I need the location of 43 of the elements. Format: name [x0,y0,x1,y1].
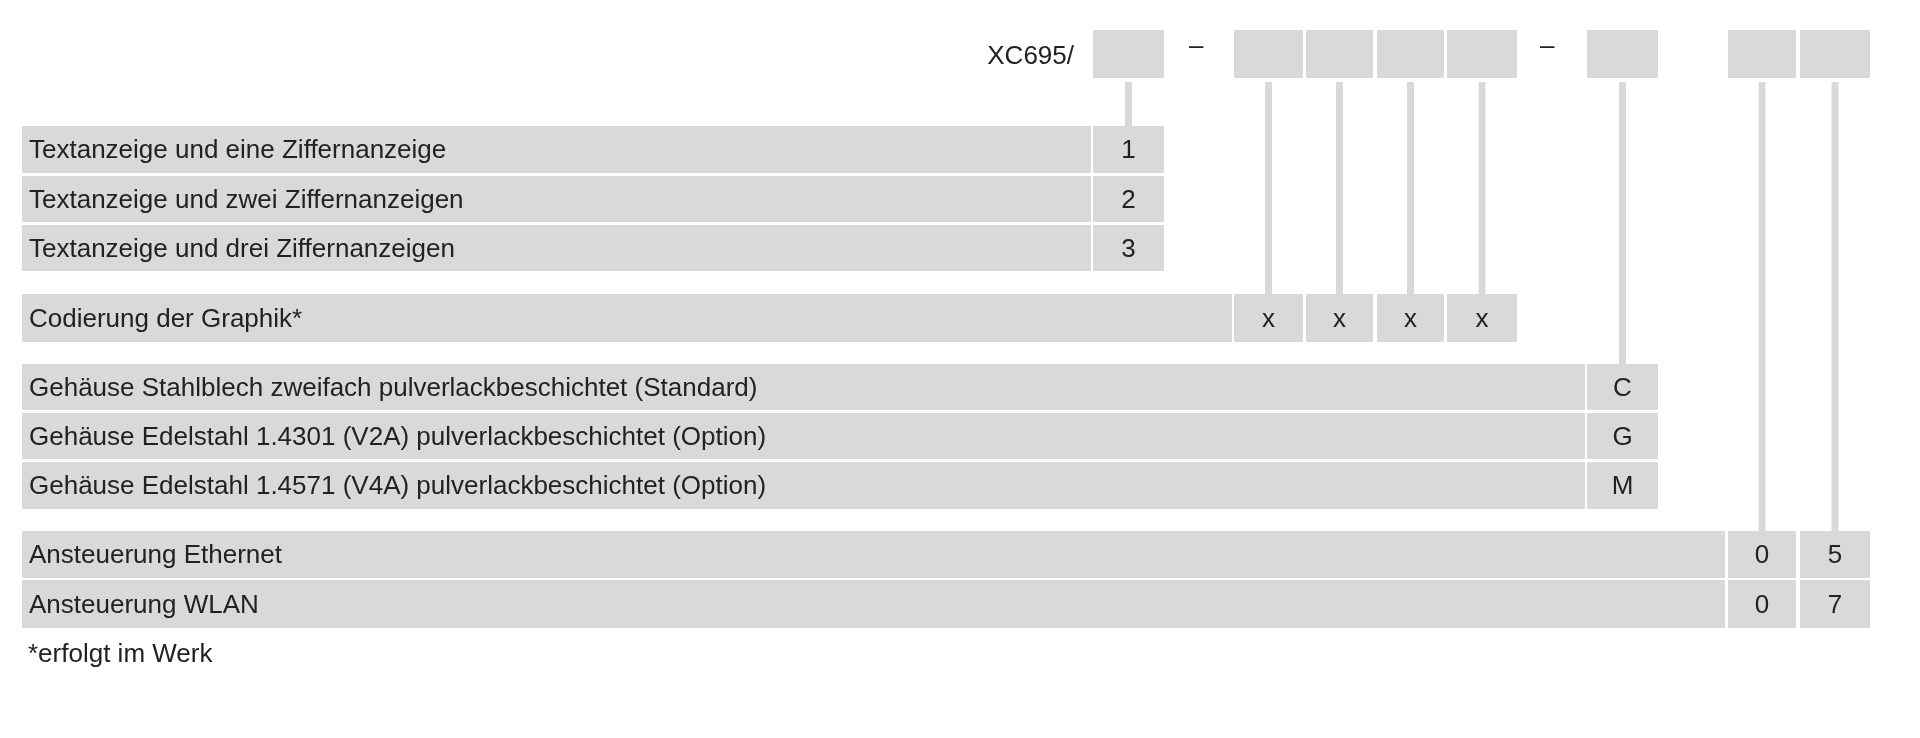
option-row: Textanzeige und eine Ziffernanzeige [22,126,1091,173]
code-value: 2 [1093,176,1164,222]
code-value: C [1587,364,1658,410]
code-slot [1234,30,1303,78]
code-slot [1377,30,1444,78]
code-value: 3 [1093,225,1164,271]
code-value: 1 [1093,126,1164,173]
code-slot [1093,30,1164,78]
code-value: x [1447,294,1517,342]
separator-dash: – [1189,30,1204,61]
option-row: Gehäuse Edelstahl 1.4301 (V2A) pulverlackbeschichtet (Option) [22,413,1585,459]
option-row: Ansteuerung WLAN [22,580,1725,628]
connector-line [1265,82,1272,294]
code-value: x [1306,294,1373,342]
option-row: Gehäuse Stahlblech zweifach pulverlackbeschichtet (Standard) [22,364,1585,410]
code-value: G [1587,413,1658,459]
code-slot [1587,30,1658,78]
connector-line [1758,82,1766,531]
separator-dash: – [1540,30,1555,61]
option-row: Textanzeige und drei Ziffernanzeigen [22,225,1091,271]
option-row: Gehäuse Edelstahl 1.4571 (V4A) pulverlackbeschichtet (Option) [22,462,1585,509]
code-value: x [1377,294,1444,342]
code-slot [1800,30,1870,78]
connector-line [1336,82,1343,294]
option-row: Codierung der Graphik* [22,294,1232,342]
code-value: M [1587,462,1658,509]
option-row: Ansteuerung Ethernet [22,531,1725,578]
option-row: Textanzeige und zwei Ziffernanzeigen [22,176,1091,222]
connector-line [1478,82,1486,294]
connector-line [1407,82,1414,294]
code-value: 7 [1800,580,1870,628]
model-prefix: XC695/ [987,40,1074,71]
connector-line [1619,82,1626,364]
code-value: 0 [1728,580,1796,628]
code-value: x [1234,294,1303,342]
connector-line [1125,82,1132,126]
code-slot [1447,30,1517,78]
code-value: 0 [1728,531,1796,578]
connector-line [1831,82,1839,531]
code-slot [1306,30,1373,78]
footnote: *erfolgt im Werk [28,638,213,669]
code-value: 5 [1800,531,1870,578]
code-slot [1728,30,1796,78]
